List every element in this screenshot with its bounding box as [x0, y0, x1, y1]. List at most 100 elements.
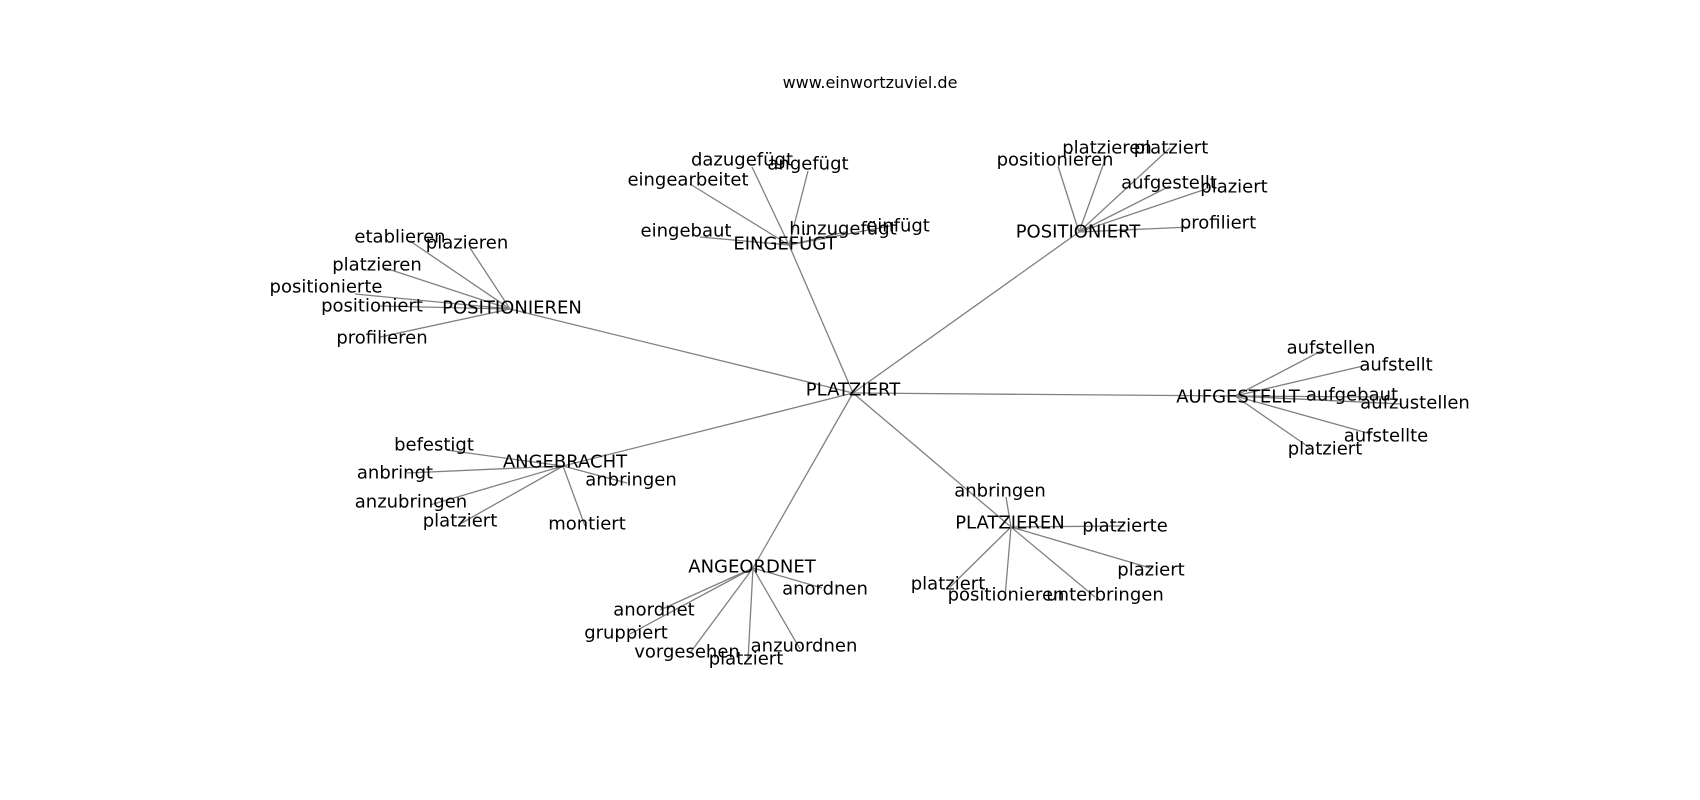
source-title: www.einwortzuviel.de — [783, 73, 958, 92]
edge-center-positioniert — [852, 231, 1080, 394]
cluster-node-label-eingefuegt: EINGEFÜGT — [733, 233, 837, 255]
edge-positionieren-leaf-2 — [384, 267, 511, 310]
leaf-node-label-aufgestellt-4: aufstellte — [1344, 426, 1428, 447]
edge-positionieren-leaf-5 — [379, 308, 511, 338]
edge-center-aufgestellt — [852, 392, 1236, 397]
edge-center-angebracht — [562, 392, 854, 467]
cluster-node-label-angeordnet: ANGEORDNET — [688, 557, 816, 578]
edge-positioniert-leaf-1 — [1078, 156, 1107, 233]
edge-platzieren-leaf-3 — [949, 526, 1012, 588]
leaf-node-label-angeordnet-3: vorgesehen — [634, 642, 740, 663]
leaf-node-label-aufgestellt-5: platziert — [1288, 439, 1363, 460]
edge-platzieren-leaf-0 — [1005, 496, 1012, 528]
leaf-node-label-angeordnet-0: anordnen — [782, 579, 868, 600]
edge-platzieren-leaf-1 — [1010, 525, 1125, 528]
edge-aufgestellt-leaf-4 — [1234, 395, 1372, 435]
leaf-node-label-aufgestellt-1: aufstellt — [1359, 355, 1432, 376]
edge-angeordnet-leaf-4 — [752, 567, 801, 650]
edge-aufgestellt-leaf-3 — [1234, 395, 1403, 405]
cluster-node-label-platzieren: PLATZIEREN — [955, 513, 1065, 534]
edge-positionieren-leaf-4 — [379, 305, 511, 310]
edge-angebracht-leaf-4 — [459, 465, 564, 525]
leaf-node-label-positioniert-0: positionieren — [997, 150, 1114, 171]
leaf-node-label-aufgestellt-0: aufstellen — [1287, 338, 1376, 359]
edge-center-eingefuegt — [788, 244, 854, 394]
leaf-node-label-angebracht-2: anbringen — [585, 470, 677, 491]
leaf-node-label-platzieren-2: plaziert — [1117, 560, 1184, 581]
edge-angeordnet-leaf-2 — [629, 567, 754, 635]
edge-platzieren-leaf-2 — [1010, 526, 1151, 569]
leaf-node-label-angeordnet-4: anzuordnen — [751, 636, 858, 657]
leaf-node-label-aufgestellt-3: aufzustellen — [1360, 393, 1470, 414]
leaf-node-label-eingefuegt-3: eingebaut — [641, 221, 732, 242]
edge-aufgestellt-leaf-1 — [1234, 365, 1364, 397]
leaf-node-label-platzieren-1: platzierte — [1082, 516, 1168, 537]
leaf-node-label-angebracht-3: anzubringen — [355, 492, 467, 513]
edge-positioniert-leaf-3 — [1078, 185, 1171, 233]
edge-angebracht-leaf-2 — [562, 465, 628, 484]
leaf-node-label-positioniert-2: platziert — [1134, 138, 1209, 159]
edge-center-platzieren — [852, 392, 1012, 528]
cluster-node-label-aufgestellt: AUFGESTELLT — [1176, 387, 1301, 408]
leaf-node-label-positionieren-3: positionierte — [270, 277, 383, 298]
leaf-node-label-positionieren-2: platzieren — [332, 255, 422, 276]
leaf-node-label-angebracht-4: platziert — [423, 511, 498, 532]
edge-eingefuegt-leaf-2 — [689, 183, 790, 246]
leaf-node-label-positionieren-1: plazieren — [426, 233, 508, 254]
edge-angebracht-leaf-0 — [445, 449, 564, 467]
leaf-node-label-eingefuegt-5: einfügt — [866, 216, 930, 237]
edge-center-positionieren — [509, 308, 854, 394]
leaf-node-label-platzieren-3: platziert — [911, 574, 986, 595]
edge-angebracht-leaf-5 — [562, 465, 586, 527]
leaf-node-label-eingefuegt-4: hinzugefügt — [789, 219, 896, 240]
leaf-node-label-eingefuegt-2: eingearbeitet — [627, 170, 748, 191]
leaf-node-label-angebracht-5: montiert — [548, 514, 626, 535]
leaf-node-label-platzieren-0: anbringen — [954, 481, 1046, 502]
cluster-node-label-positionieren: POSITIONIEREN — [442, 298, 582, 319]
leaf-node-label-eingefuegt-1: angefügt — [767, 154, 848, 175]
edge-platzieren-leaf-5 — [1010, 526, 1096, 598]
edge-positioniert-leaf-0 — [1057, 165, 1080, 233]
edge-angebracht-leaf-1 — [406, 465, 564, 474]
leaf-node-label-positionieren-5: profilieren — [336, 328, 427, 349]
edge-angeordnet-leaf-5 — [747, 567, 754, 661]
leaf-node-label-positioniert-5: profiliert — [1180, 213, 1256, 234]
edge-positionieren-leaf-1 — [469, 247, 511, 310]
edge-center-angeordnet — [752, 392, 854, 569]
leaf-node-label-aufgestellt-2: aufgebaut — [1306, 385, 1398, 406]
leaf-node-label-angeordnet-2: gruppiert — [584, 623, 668, 644]
edge-eingefuegt-leaf-0 — [751, 166, 790, 246]
edge-positionieren-leaf-0 — [409, 240, 511, 310]
leaf-node-label-eingefuegt-0: dazugefügt — [691, 150, 793, 171]
edge-positioniert-leaf-4 — [1078, 188, 1207, 233]
edge-angebracht-leaf-3 — [429, 465, 564, 506]
edge-aufgestellt-leaf-0 — [1234, 348, 1326, 397]
edge-positionieren-leaf-3 — [354, 293, 511, 310]
leaf-node-label-platzieren-5: unterbringen — [1046, 585, 1164, 606]
leaf-node-label-positioniert-3: aufgestellt — [1121, 173, 1217, 194]
leaf-node-label-angebracht-0: befestigt — [394, 435, 474, 456]
edge-eingefuegt-leaf-5 — [788, 225, 891, 246]
cluster-node-label-angebracht: ANGEBRACHT — [503, 452, 628, 473]
edge-angeordnet-leaf-3 — [689, 567, 754, 654]
cluster-node-label-positioniert: POSITIONIERT — [1016, 222, 1142, 243]
leaf-node-label-angebracht-1: anbringt — [357, 463, 433, 484]
center-node-label: PLATZIERT — [806, 380, 901, 401]
leaf-node-label-positionieren-0: etablieren — [354, 227, 445, 248]
edge-positioniert-leaf-2 — [1078, 147, 1171, 233]
edge-positioniert-leaf-5 — [1078, 226, 1191, 233]
edge-eingefuegt-leaf-1 — [788, 170, 809, 246]
leaf-node-label-platzieren-4: positionieren — [948, 585, 1065, 606]
leaf-node-label-angeordnet-5: platziert — [709, 649, 784, 670]
leaf-node-label-positioniert-1: platzieren — [1062, 138, 1152, 159]
edge-angeordnet-leaf-0 — [752, 567, 823, 589]
edge-platzieren-leaf-4 — [1004, 526, 1012, 598]
leaf-node-label-positionieren-4: positioniert — [321, 296, 423, 317]
leaf-node-label-angeordnet-1: anordnet — [613, 600, 695, 621]
leaf-node-label-positioniert-4: plaziert — [1200, 177, 1267, 198]
edge-aufgestellt-leaf-5 — [1234, 395, 1311, 449]
label-layer: PLATZIERT POSITIONIEREN etablierenplaziere… — [270, 138, 1470, 670]
edge-eingefuegt-leaf-3 — [699, 236, 790, 246]
edge-angeordnet-leaf-1 — [659, 567, 754, 611]
